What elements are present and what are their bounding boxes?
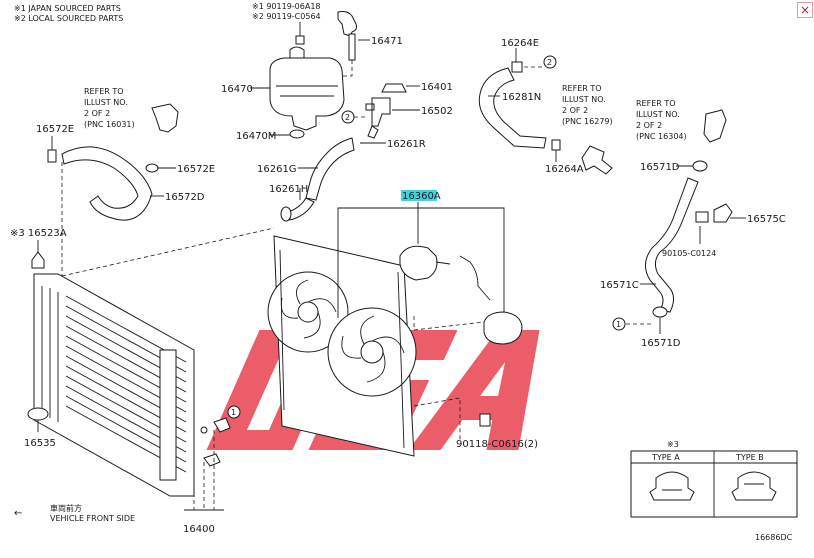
callout-1-b xyxy=(612,317,626,331)
label-16571D: 16571D xyxy=(640,162,680,173)
note-japan-sourced: ※1 JAPAN SOURCED PARTS xyxy=(14,4,121,13)
pipe-16031 xyxy=(151,103,179,133)
label-16502: 16502 xyxy=(421,106,453,117)
label-16572D: 16572D xyxy=(165,192,205,203)
hose-16471-tube xyxy=(348,33,356,61)
clamp-16572E-a xyxy=(47,149,57,163)
fan-motor-2 xyxy=(483,311,523,345)
svg-text:ILLUST NO.: ILLUST NO. xyxy=(562,95,606,104)
label-16261R: 16261R xyxy=(387,139,426,150)
grommet-16470M xyxy=(289,129,305,139)
hose-16471-part xyxy=(337,11,357,37)
clamp-16264E xyxy=(511,61,523,73)
bracket-16575C xyxy=(713,203,733,223)
direction-arrow: ← xyxy=(14,508,22,519)
svg-text:ILLUST NO.: ILLUST NO. xyxy=(636,110,680,119)
illustration-code: 16686DC xyxy=(755,533,793,542)
label-90118: 90118-C0616(2) xyxy=(456,439,538,450)
label-16281N: 16281N xyxy=(502,92,541,103)
reservoir-tank xyxy=(269,46,345,131)
svg-text:REFER TO: REFER TO xyxy=(84,87,124,96)
close-button[interactable]: × xyxy=(797,2,813,18)
label-16572E-b: 16572E xyxy=(177,164,215,175)
direction-kanji: 車両前方 xyxy=(50,503,82,513)
hose-16281N xyxy=(478,67,547,149)
label-16535: 16535 xyxy=(24,438,56,449)
label-16571C: 16571C xyxy=(600,280,639,291)
refer-note-16031: REFER TO ILLUST NO. 2 OF 2 (PNC 16031) xyxy=(84,87,135,129)
hose-16261R xyxy=(305,137,355,201)
label-16400: 16400 xyxy=(183,524,215,535)
callout-1-a xyxy=(227,405,241,419)
cap-16401 xyxy=(381,83,407,93)
fan-shroud-assembly xyxy=(267,235,417,457)
svg-text:(PNC 16304): (PNC 16304) xyxy=(636,132,687,141)
label-90105: 90105-C0124 xyxy=(662,249,716,258)
clamp-16571D xyxy=(692,160,708,172)
bolt-90118 xyxy=(479,413,491,427)
mount-16523A xyxy=(31,251,45,269)
label-16471: 16471 xyxy=(371,36,403,47)
radiator xyxy=(33,273,195,497)
svg-text:2 OF 2: 2 OF 2 xyxy=(562,106,588,115)
callout-2-b xyxy=(543,55,557,69)
label-16572E-a: 16572E xyxy=(36,124,74,135)
svg-text:2: 2 xyxy=(547,58,552,67)
clip-part xyxy=(295,35,305,45)
svg-text:2 OF 2: 2 OF 2 xyxy=(636,121,662,130)
type-a-mount xyxy=(649,471,695,501)
svg-text:(PNC 16031): (PNC 16031) xyxy=(84,120,135,129)
svg-text:(PNC 16279): (PNC 16279) xyxy=(562,117,613,126)
svg-text:REFER TO: REFER TO xyxy=(562,84,602,93)
label-16360A-highlight xyxy=(401,190,437,201)
mount-16535 xyxy=(27,407,49,421)
svg-text:1: 1 xyxy=(616,320,621,329)
label-16470: 16470 xyxy=(221,84,253,95)
label-16261H: 16261H xyxy=(269,184,308,195)
pipe-16304 xyxy=(703,109,727,143)
label-16470M: 16470M xyxy=(236,131,276,142)
svg-text:REFER TO: REFER TO xyxy=(636,99,676,108)
refer-note-16279: REFER TO ILLUST NO. 2 OF 2 (PNC 16279) xyxy=(562,84,613,126)
type-b-label: TYPE B xyxy=(735,453,764,462)
label-16261G: 16261G xyxy=(257,164,297,175)
label-16523A: ※3 16523A xyxy=(10,228,67,239)
svg-text:2 OF 2: 2 OF 2 xyxy=(84,109,110,118)
hose-16572D xyxy=(61,146,153,221)
label-16401: 16401 xyxy=(421,82,453,93)
hose-16571C xyxy=(645,177,699,313)
pipe-16279 xyxy=(581,145,613,175)
label-16264A: 16264A xyxy=(545,164,584,175)
type-b-mount xyxy=(731,471,777,501)
type-a-label: TYPE A xyxy=(651,453,680,462)
label-16575C: 16575C xyxy=(747,214,786,225)
label-16360A: 16360A xyxy=(402,191,441,202)
refer-note-16304: REFER TO ILLUST NO. 2 OF 2 (PNC 16304) xyxy=(636,99,687,141)
svg-text:ILLUST NO.: ILLUST NO. xyxy=(84,98,128,107)
svg-text:1: 1 xyxy=(231,408,236,417)
note-local-sourced: ※2 LOCAL SOURCED PARTS xyxy=(14,14,123,23)
label-16571D-b: 16571D xyxy=(641,338,681,349)
types-note: ※3 xyxy=(667,440,679,449)
clamp-16571D-b xyxy=(652,306,668,318)
fan-motor-16360A xyxy=(399,245,438,281)
bracket-90105 xyxy=(695,211,709,223)
svg-text:2: 2 xyxy=(345,113,350,122)
direction-label: VEHICLE FRONT SIDE xyxy=(50,514,135,523)
clamp-16572E-b xyxy=(145,163,159,173)
clip-label-1: ※1 90119-06A18 xyxy=(252,2,321,11)
drain-plug xyxy=(213,417,231,433)
outlet-16502 xyxy=(365,97,391,127)
clip-label-2: ※2 90119-C0564 xyxy=(252,12,321,21)
label-16264E: 16264E xyxy=(501,38,539,49)
clamp-16261H xyxy=(280,206,292,222)
